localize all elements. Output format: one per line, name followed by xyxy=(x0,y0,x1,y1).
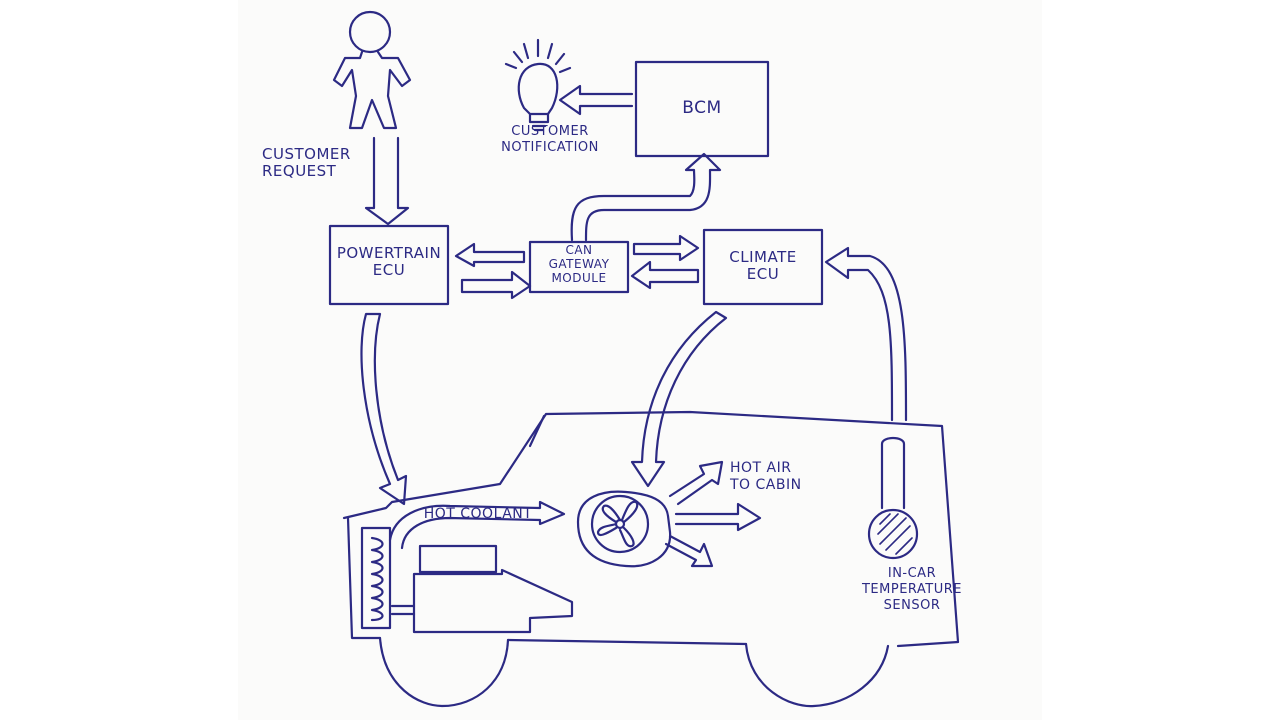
customer-request-label: CUSTOMER REQUEST xyxy=(262,145,351,180)
customer-notification-label: CUSTOMER NOTIFICATION xyxy=(501,124,599,155)
arrow-climate-to-gateway xyxy=(630,260,700,290)
radiator-icon xyxy=(360,526,392,630)
person-icon xyxy=(332,10,412,130)
arrow-powertrain-to-gateway xyxy=(460,270,532,300)
fan-icon xyxy=(576,490,672,568)
thermometer-icon xyxy=(867,436,919,560)
hot-air-label: HOT AIR TO CABIN xyxy=(730,460,802,493)
arrow-powertrain-to-engine xyxy=(360,312,408,506)
arrow-gateway-to-bcm xyxy=(570,152,722,242)
paper-sheet xyxy=(238,0,1042,720)
can-gateway-label: CAN GATEWAY MODULE xyxy=(548,243,610,285)
vehicle-outline xyxy=(342,410,960,708)
engine-icon xyxy=(390,544,574,634)
hot-air-arrows xyxy=(664,460,762,568)
bcm-label: BCM xyxy=(682,98,722,118)
powertrain-box xyxy=(328,224,450,306)
arrow-gateway-to-climate xyxy=(632,234,700,262)
arrow-customer-request xyxy=(364,136,410,226)
climate-box xyxy=(702,228,824,306)
climate-ecu-label: CLIMATE ECU xyxy=(729,248,797,283)
arrow-climate-to-fan xyxy=(630,310,728,488)
hot-coolant-label: HOT COOLANT xyxy=(423,506,533,522)
lightbulb-icon xyxy=(504,38,572,132)
gateway-box xyxy=(528,240,630,294)
temperature-sensor-label: IN-CAR TEMPERATURE SENSOR xyxy=(861,566,963,613)
arrow-gateway-to-powertrain xyxy=(454,242,526,268)
arrow-sensor-to-climate xyxy=(824,246,908,422)
arrow-bcm-to-bulb xyxy=(558,84,634,116)
coolant-pipe xyxy=(388,500,566,550)
powertrain-ecu-label: POWERTRAIN ECU xyxy=(336,244,442,279)
